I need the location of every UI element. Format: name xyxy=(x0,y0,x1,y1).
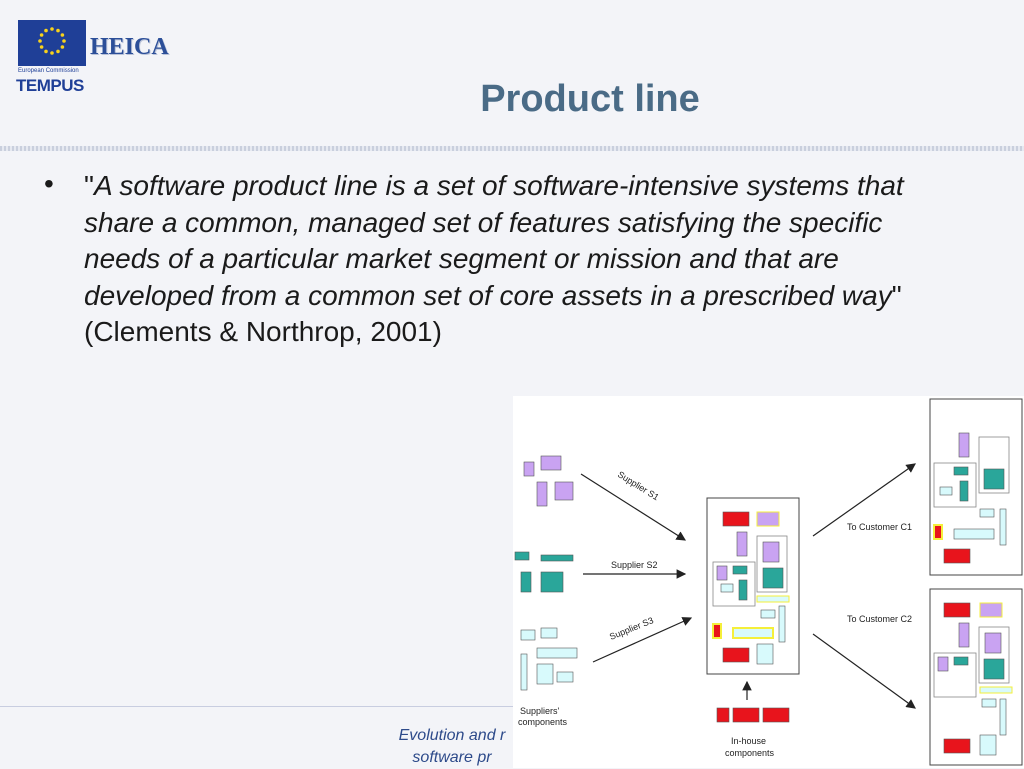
core-assets-platform xyxy=(706,497,800,675)
logo-tempus-text: TEMPUS xyxy=(16,76,84,95)
component-block xyxy=(536,647,578,659)
component-block xyxy=(738,579,748,601)
component-block xyxy=(556,671,574,683)
footer-line-2: software pr xyxy=(412,749,492,766)
quote-close-mark: " xyxy=(891,279,902,311)
component-block xyxy=(760,609,776,619)
customer-c2-arrow xyxy=(812,633,916,709)
supplier-s2-label: Supplier S2 xyxy=(611,560,658,570)
subgroup-frame xyxy=(978,626,1010,684)
component-block xyxy=(999,508,1007,546)
component-block xyxy=(536,481,548,507)
component-block xyxy=(953,656,969,666)
component-block xyxy=(514,551,530,561)
component-block xyxy=(712,623,722,639)
footer-line-1: Evolution and r xyxy=(398,727,506,744)
quote-open-mark: " xyxy=(84,170,94,201)
component-block xyxy=(979,508,995,518)
page-title: Product line xyxy=(480,78,700,120)
heica-brand: HEICA xyxy=(90,34,169,60)
customer-c2-product xyxy=(929,588,1023,766)
component-block xyxy=(958,432,970,458)
component-block xyxy=(540,627,558,639)
inhouse-components xyxy=(716,707,790,723)
component-block xyxy=(983,658,1005,680)
citation: (Clements & Northrop, 2001) xyxy=(84,316,442,348)
definition-quote: "A software product line is a set of sof… xyxy=(84,168,954,351)
component-block xyxy=(953,466,969,476)
title-divider xyxy=(0,146,1024,151)
component-block xyxy=(756,643,774,665)
component-block xyxy=(554,481,574,501)
customer-c1-arrow xyxy=(812,463,916,537)
component-block xyxy=(520,653,528,691)
footer-divider xyxy=(0,706,1024,707)
supplier-s1-components xyxy=(523,455,574,507)
component-block xyxy=(716,565,728,581)
component-block xyxy=(953,528,995,540)
component-block xyxy=(939,486,953,496)
component-block xyxy=(979,686,1013,694)
component-block xyxy=(536,663,554,685)
supplier-s3-components xyxy=(520,627,578,691)
component-block xyxy=(540,554,574,562)
component-block xyxy=(732,627,774,639)
component-block xyxy=(762,567,784,589)
inhouse-components-label-1: In-house xyxy=(731,736,766,746)
component-block xyxy=(778,605,786,643)
subgroup-frame xyxy=(978,436,1010,494)
component-block xyxy=(979,734,997,756)
component-block xyxy=(520,571,532,593)
customer-c1-product xyxy=(929,398,1023,576)
logo-caption: European Commission xyxy=(18,68,79,74)
supplier-s3-arrow xyxy=(592,617,693,663)
definition-text: A software product line is a set of soft… xyxy=(84,170,904,311)
product-line-diagram: Suppliers' components Supplier S1 Suppli… xyxy=(513,396,1024,768)
customer-c2-label: To Customer C2 xyxy=(847,614,912,624)
component-block xyxy=(756,595,790,603)
component-block xyxy=(716,707,730,723)
supplier-s1-arrow xyxy=(580,473,687,541)
component-block xyxy=(943,548,971,564)
component-block xyxy=(937,656,949,672)
component-block xyxy=(540,455,562,471)
component-block xyxy=(958,622,970,648)
component-block xyxy=(732,707,760,723)
product-line-diagram-svg: Suppliers' components Supplier S1 Suppli… xyxy=(514,398,1023,766)
component-block xyxy=(943,602,971,618)
component-block xyxy=(520,629,536,641)
suppliers-components-label-1: Suppliers' xyxy=(520,706,560,716)
subgroup-frame xyxy=(756,535,788,593)
component-block xyxy=(979,602,1003,618)
customer-c1-label: To Customer C1 xyxy=(847,522,912,532)
component-block xyxy=(983,468,1005,490)
supplier-s2-components xyxy=(514,551,574,593)
component-block xyxy=(999,698,1007,736)
eu-flag-icon xyxy=(18,20,86,66)
footer-text: Evolution and r software pr xyxy=(382,725,522,769)
component-block xyxy=(933,524,943,540)
subgroup-frame xyxy=(712,561,756,607)
tempus-logo: European Commission TEMPUS xyxy=(16,20,86,95)
component-block xyxy=(722,647,750,663)
component-block xyxy=(756,511,780,527)
bullet-marker: • xyxy=(44,168,54,199)
component-block xyxy=(540,571,564,593)
suppliers-components-label-2: components xyxy=(518,717,568,727)
component-block xyxy=(736,531,748,557)
component-block xyxy=(722,511,750,527)
component-block xyxy=(720,583,734,593)
supplier-s1-label: Supplier S1 xyxy=(616,469,661,502)
component-block xyxy=(959,480,969,502)
component-block xyxy=(984,632,1002,654)
component-block xyxy=(732,565,748,575)
inhouse-components-label-2: components xyxy=(725,748,775,758)
subgroup-frame xyxy=(933,652,977,698)
component-block xyxy=(523,461,535,477)
component-block xyxy=(981,698,997,708)
component-block xyxy=(762,541,780,563)
subgroup-frame xyxy=(933,462,977,508)
component-block xyxy=(943,738,971,754)
component-block xyxy=(762,707,790,723)
